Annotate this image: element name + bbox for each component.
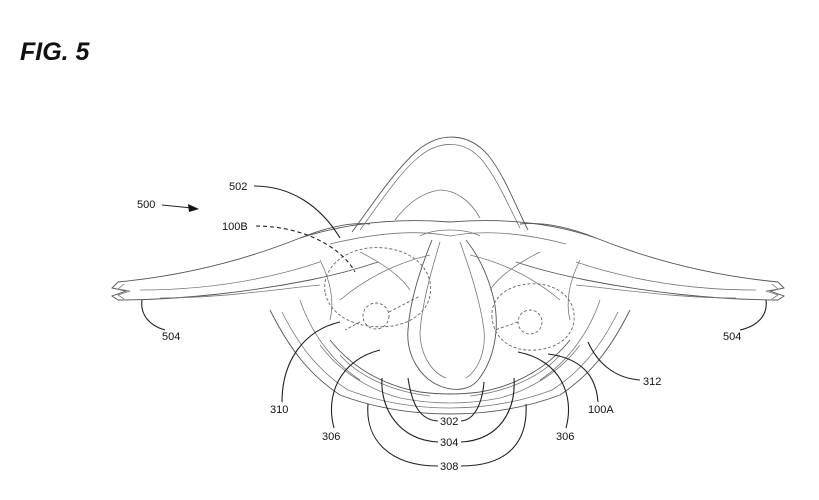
- leader-308-left: [367, 403, 439, 467]
- leader-502: [253, 185, 341, 239]
- nose-bridge: [407, 239, 497, 390]
- figure-title: FIG. 5: [20, 38, 90, 66]
- reference-labels: 500 502 100B 504 504 310 306 302 304 308: [137, 181, 767, 473]
- mask-body: [111, 136, 785, 415]
- label-310: 310: [270, 404, 288, 416]
- label-304: 304: [440, 437, 458, 449]
- label-312: 312: [643, 376, 661, 388]
- leader-310: [281, 321, 341, 403]
- label-306-right: 306: [556, 431, 574, 443]
- label-302: 302: [440, 416, 458, 428]
- arrow-500-head: [188, 204, 199, 212]
- lower-cup: [269, 309, 631, 415]
- leader-302-right: [460, 381, 485, 422]
- seal-100b: [324, 247, 432, 328]
- label-100a: 100A: [588, 404, 614, 416]
- label-500: 500: [137, 199, 155, 211]
- label-100b: 100B: [222, 221, 248, 233]
- nasal-ridge: [351, 136, 529, 233]
- seal-100a: [491, 283, 575, 351]
- leader-306-right: [517, 351, 570, 429]
- label-308: 308: [440, 461, 458, 473]
- leader-100a: [547, 353, 599, 403]
- leader-504-left: [141, 299, 166, 331]
- leader-308-right: [460, 403, 527, 467]
- left-wing-upper: [117, 223, 371, 283]
- leader-306-left: [330, 349, 381, 429]
- leader-312: [587, 341, 641, 381]
- label-502: 502: [229, 181, 247, 193]
- valve-right: [517, 309, 543, 335]
- arrow-500: [161, 204, 193, 209]
- leader-302-left: [407, 377, 439, 422]
- leader-504-right: [739, 299, 767, 331]
- hidden-features: [324, 247, 575, 351]
- valve-left: [362, 302, 390, 330]
- leader-304-right: [460, 377, 515, 443]
- leader-304-left: [381, 377, 439, 443]
- right-wing-upper: [519, 223, 779, 283]
- label-504-left: 504: [162, 331, 180, 343]
- label-504-right: 504: [723, 331, 741, 343]
- label-306-left: 306: [322, 431, 340, 443]
